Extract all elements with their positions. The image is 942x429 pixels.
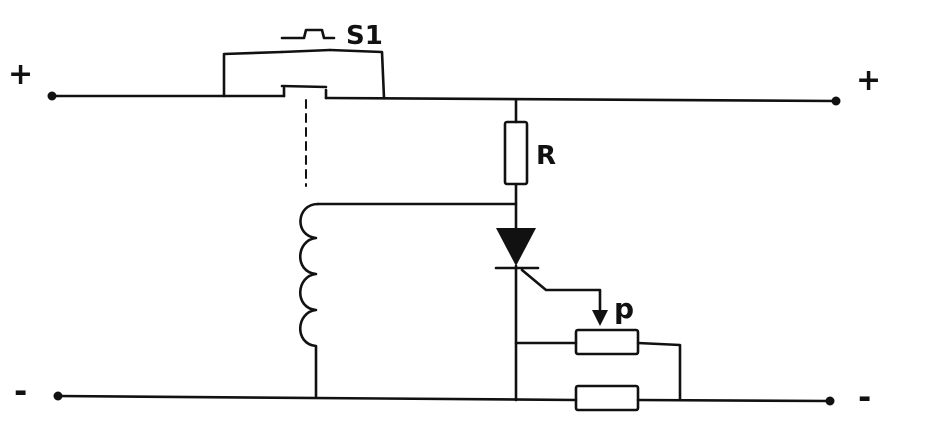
terminal-negative-left bbox=[53, 391, 63, 401]
resistor-lower bbox=[574, 384, 640, 412]
resistor-r bbox=[503, 98, 529, 230]
label-s1: S1 bbox=[346, 21, 383, 51]
terminal-positive-right bbox=[831, 96, 841, 106]
label-r: R bbox=[536, 141, 556, 171]
potentiometer-p bbox=[514, 328, 682, 402]
label-minus-left: - bbox=[14, 372, 27, 410]
label-minus-right: - bbox=[858, 378, 871, 416]
wiper-arrow-icon bbox=[592, 310, 608, 326]
positive-rail bbox=[50, 94, 838, 103]
label-plus-left: + bbox=[8, 57, 33, 92]
relay-coil bbox=[299, 202, 518, 398]
terminal-positive-left bbox=[47, 91, 57, 101]
label-plus-right: + bbox=[856, 63, 881, 98]
terminal-negative-right bbox=[825, 396, 835, 406]
label-p: p bbox=[614, 292, 634, 325]
pushbutton-switch-s1 bbox=[222, 28, 386, 100]
thyristor bbox=[494, 228, 608, 402]
negative-rail bbox=[56, 394, 832, 403]
